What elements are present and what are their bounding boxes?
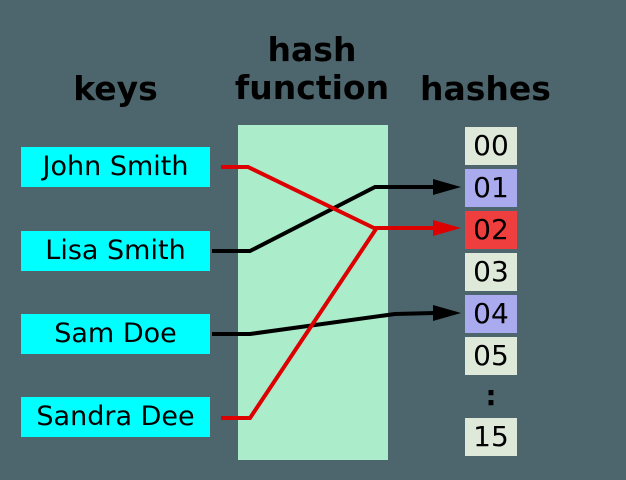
hash-function-heading: hash function [234, 30, 390, 107]
arrowhead-red-to-02 [433, 220, 461, 236]
key-john-smith: John Smith [21, 147, 210, 187]
hash-cell-01: 01 [465, 169, 517, 207]
hash-cell-02: 02 [465, 211, 517, 249]
hashes-heading: hashes [420, 69, 551, 108]
hash-cell-05: 05 [465, 337, 517, 375]
hash-cell-00: 00 [465, 127, 517, 165]
key-sandra-dee: Sandra Dee [21, 397, 210, 437]
hash-column-ellipsis: : [485, 379, 497, 412]
arrowhead-lisa-to-01 [433, 179, 461, 195]
keys-heading: keys [73, 69, 158, 108]
hash-cell-15: 15 [465, 418, 517, 456]
arrowhead-sam-to-04 [433, 305, 461, 321]
hash-function-box [238, 125, 388, 460]
hash-cell-04: 04 [465, 295, 517, 333]
key-sam-doe: Sam Doe [21, 314, 210, 354]
key-lisa-smith: Lisa Smith [21, 231, 210, 271]
hash-cell-03: 03 [465, 253, 517, 291]
